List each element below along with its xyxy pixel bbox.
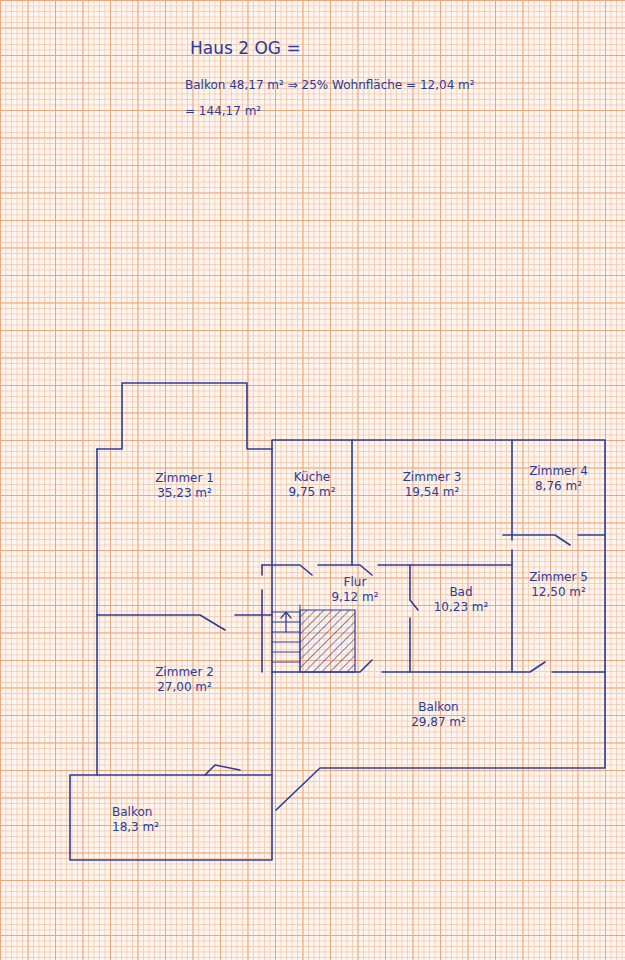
room: Zimmer 227,00 m² (99, 617, 270, 773)
wall (205, 765, 240, 775)
wall (262, 565, 512, 575)
room-name: Küche (294, 470, 330, 485)
room: Zimmer 319,54 m² (354, 442, 510, 563)
wall (511, 550, 513, 672)
stair-arrow (281, 612, 291, 632)
room-name: Balkon (418, 700, 458, 715)
room-area: 19,54 m² (405, 485, 460, 500)
room-name: Zimmer 3 (403, 470, 462, 485)
wall (261, 565, 263, 672)
room-area: 9,12 m² (331, 590, 378, 605)
wall (97, 383, 272, 449)
room-name: Zimmer 1 (155, 471, 214, 486)
wall (351, 440, 353, 565)
wall (70, 775, 272, 860)
room: Küche9,75 m² (274, 442, 350, 563)
room-area: 9,75 m² (288, 485, 335, 500)
room-name: Bad (449, 585, 472, 600)
room-area: 35,23 m² (157, 486, 212, 501)
stair-hatch (300, 610, 355, 672)
plan-title: Haus 2 OG = (190, 38, 301, 59)
room-name: Balkon (112, 805, 152, 820)
room-area: 27,00 m² (157, 680, 212, 695)
room: Balkon29,87 m² (274, 674, 603, 766)
area-note: Balkon 48,17 m² ⇒ 25% Wohnfläche = 12,04… (185, 78, 475, 93)
room-area: 8,76 m² (535, 479, 582, 494)
wall (96, 449, 98, 775)
area-note: = 144,17 m² (185, 104, 261, 119)
room: Balkon18,3 m² (72, 777, 270, 858)
room-area: 29,87 m² (411, 715, 466, 730)
room-name: Zimmer 2 (155, 665, 214, 680)
wall (410, 565, 418, 672)
room: Bad10,23 m² (412, 567, 510, 670)
room-name: Flur (344, 575, 367, 590)
room: Flur9,12 m² (302, 567, 408, 607)
room: Zimmer 512,50 m² (514, 550, 603, 670)
room-area: 12,50 m² (531, 585, 586, 600)
wall (97, 615, 272, 630)
room-name: Zimmer 4 (529, 464, 588, 479)
room: Zimmer 135,23 m² (99, 451, 270, 613)
room-area: 18,3 m² (112, 820, 159, 835)
stair-tread (272, 605, 300, 672)
room: Zimmer 48,76 m² (514, 442, 603, 533)
wall (503, 440, 605, 545)
room-name: Zimmer 5 (529, 570, 588, 585)
wall (272, 440, 605, 810)
room-area: 10,23 m² (434, 600, 489, 615)
